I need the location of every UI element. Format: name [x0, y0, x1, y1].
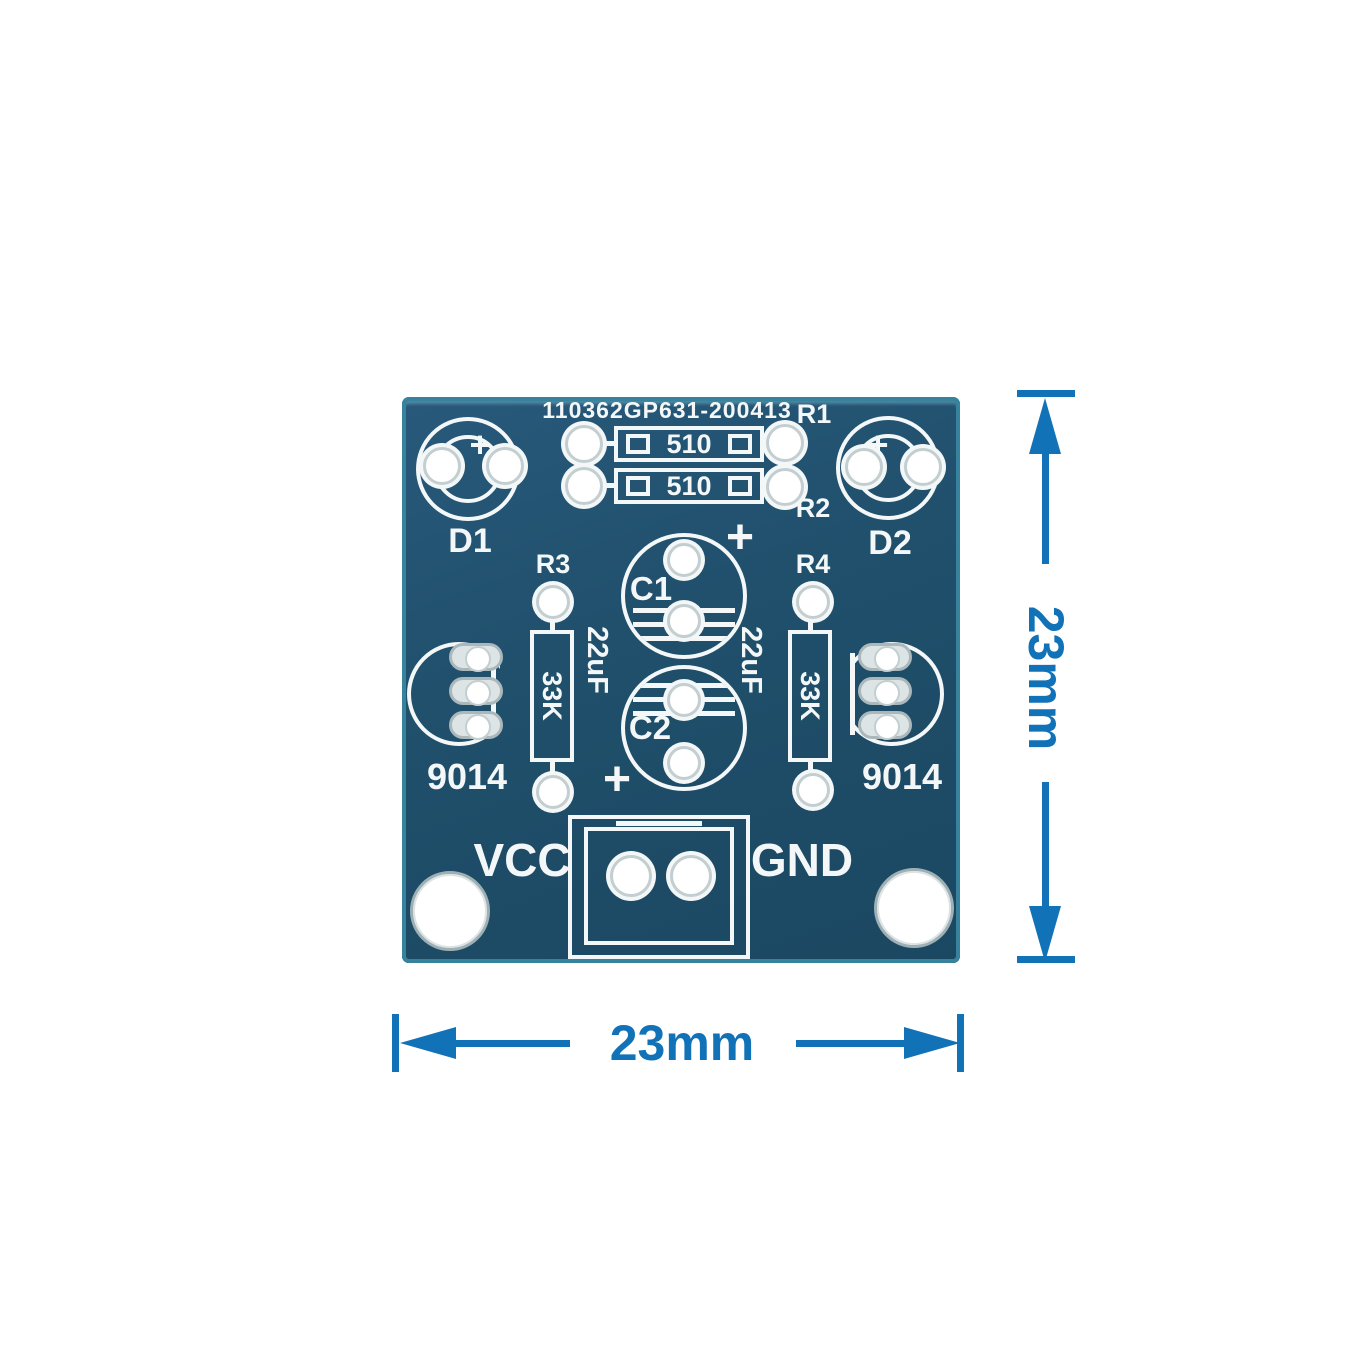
- ref-label-d2: D2: [868, 524, 912, 562]
- dimension-width-arrow-right-icon: [904, 1027, 960, 1059]
- resistor-end-mark: [626, 476, 650, 496]
- led-d1-polarity-plus: +: [469, 424, 491, 465]
- transistor-q2-pad: [858, 711, 912, 740]
- solder-pad: [536, 775, 570, 809]
- solder-pad: [536, 585, 570, 619]
- pad-hole: [874, 646, 900, 672]
- dimension-height-shaft-bottom: [1042, 782, 1049, 906]
- resistor-end-mark: [626, 434, 650, 454]
- dimension-width-cap-left: [392, 1014, 399, 1072]
- dimension-width-shaft-left: [454, 1040, 570, 1047]
- connector-pad-gnd: [670, 855, 712, 897]
- trace-stub: [599, 483, 614, 488]
- resistor-end-mark: [728, 476, 752, 496]
- ref-label-d1: D1: [448, 522, 492, 560]
- transistor-q1-pad: [449, 643, 503, 672]
- connector-pad-vcc: [610, 855, 652, 897]
- capacitor-value-right: 22uF: [735, 626, 767, 694]
- connector-outline-inner: [584, 827, 734, 945]
- capacitor-value-left: 22uF: [581, 626, 613, 694]
- dimension-width-shaft-right: [796, 1040, 910, 1047]
- ref-label-r2: R2: [795, 493, 831, 523]
- capacitor-c2-pad: [667, 746, 701, 780]
- transistor-q1-outline: [407, 642, 500, 746]
- trace-stub: [550, 618, 555, 631]
- trace-stub: [599, 441, 614, 446]
- power-label-gnd: GND: [750, 834, 854, 886]
- capacitor-c1-polarity-plus: +: [725, 511, 755, 564]
- dimension-width-label: 23mm: [609, 1015, 755, 1071]
- solder-pad: [766, 468, 804, 506]
- dimension-height-cap-top: [1017, 390, 1075, 397]
- transistor-q2-pad: [858, 643, 912, 672]
- resistor-outline-33k-left: [530, 630, 574, 762]
- resistor-value-33k-left: 33K: [537, 671, 567, 721]
- pad-hole: [465, 714, 491, 740]
- led-d2-pad: [904, 448, 942, 486]
- solder-pad: [565, 467, 603, 505]
- pad-hole: [465, 646, 491, 672]
- solder-pad: [766, 424, 804, 462]
- dimension-width-arrow-left-icon: [400, 1027, 456, 1059]
- resistor-value-top2: 510: [666, 471, 712, 501]
- ref-label-c2: C2: [628, 709, 672, 746]
- transistor-q2-flat-edge: [850, 653, 855, 735]
- dimension-width-cap-right: [957, 1014, 964, 1072]
- transistor-q2-value: 9014: [861, 756, 943, 797]
- resistor-outline-top2: 510: [614, 468, 764, 504]
- transistor-q1-pad: [449, 677, 503, 706]
- solder-pad: [796, 585, 830, 619]
- pad-hole: [874, 680, 900, 706]
- solder-pad: [565, 425, 603, 463]
- pcb-board: 110362GP631-200413 R1 510 510 + D1 +: [402, 397, 960, 963]
- capacitor-c1-pad: [667, 543, 701, 577]
- pad-hole: [874, 714, 900, 740]
- resistor-outline-33k-right: [788, 630, 832, 762]
- resistor-value-top1: 510: [666, 429, 712, 459]
- dimension-height-shaft-top: [1042, 452, 1049, 564]
- trace-stub: [808, 618, 813, 631]
- power-label-vcc: VCC: [473, 834, 571, 886]
- dimension-height-label: 23mm: [1018, 605, 1074, 751]
- capacitor-c2-pad: [667, 683, 701, 717]
- connector-outline-outer: [568, 815, 750, 959]
- capacitor-c2-polarity-plus: +: [602, 753, 632, 806]
- resistor-end-mark: [728, 434, 752, 454]
- resistor-outline-top1: 510: [614, 426, 764, 462]
- silkscreen-serial: 110362GP631-200413: [542, 397, 792, 423]
- ref-label-r4: R4: [795, 549, 831, 579]
- transistor-q1-value: 9014: [426, 756, 508, 797]
- polarity-hatch: [633, 636, 735, 641]
- mounting-hole-left: [410, 871, 490, 951]
- resistor-value-33k-right: 33K: [795, 671, 825, 721]
- pad-hole: [465, 680, 491, 706]
- dimension-height-cap-bottom: [1017, 956, 1075, 963]
- transistor-q2-pad: [858, 677, 912, 706]
- led-d1-pad: [423, 447, 461, 485]
- ref-label-r3: R3: [535, 549, 571, 579]
- dimension-height-arrow-down-icon: [1029, 906, 1061, 962]
- transistor-q1-pad: [449, 711, 503, 740]
- led-d2-pad: [845, 448, 883, 486]
- connector-notch: [616, 821, 702, 826]
- ref-label-r1: R1: [796, 399, 832, 429]
- mounting-hole-right: [874, 868, 954, 948]
- led-d1-pad: [486, 447, 524, 485]
- dimension-height-arrow-up-icon: [1029, 398, 1061, 454]
- capacitor-c1-pad: [667, 604, 701, 638]
- ref-label-c1: C1: [629, 570, 673, 607]
- trace-stub: [550, 761, 555, 776]
- trace-stub: [808, 761, 813, 776]
- solder-pad: [796, 773, 830, 807]
